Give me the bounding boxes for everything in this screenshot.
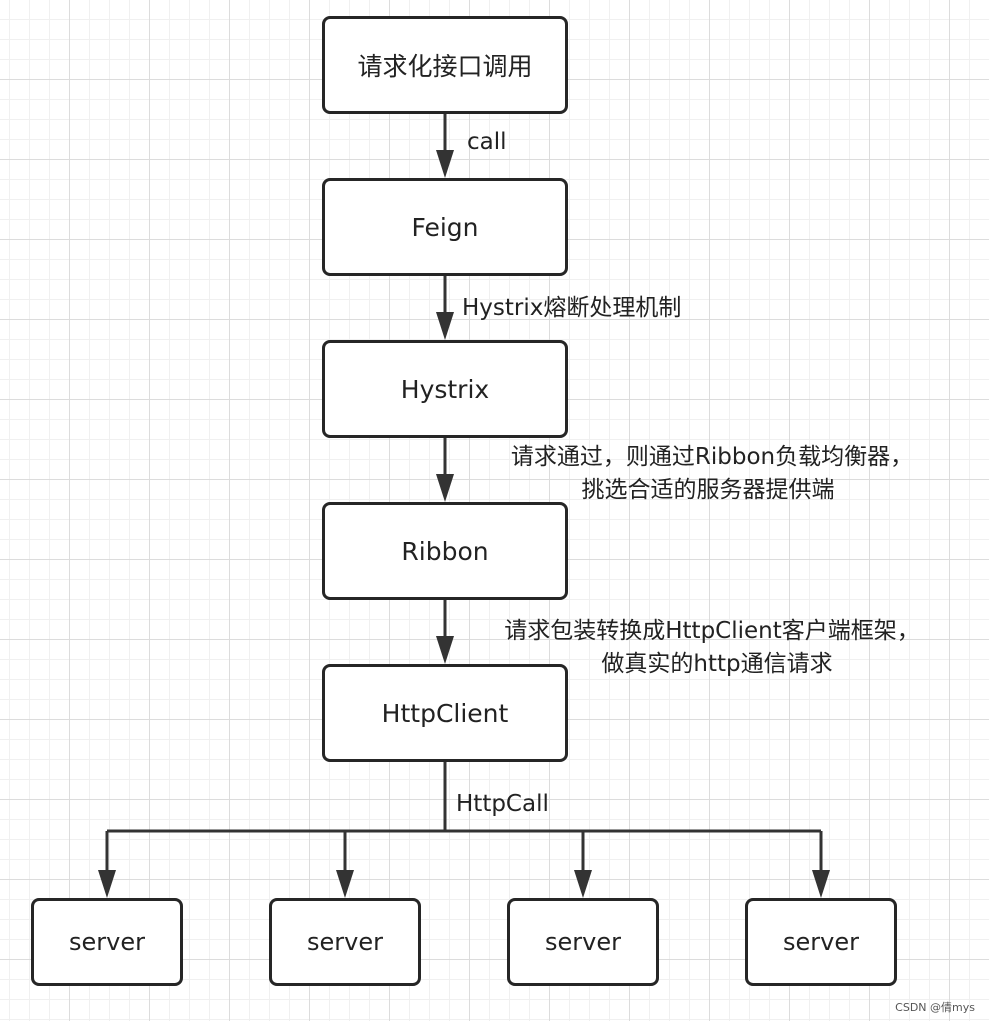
node-request-interface-call[interactable]: 请求化接口调用 <box>322 16 568 114</box>
node-ribbon[interactable]: Ribbon <box>322 502 568 600</box>
edge-label-call: call <box>467 129 507 155</box>
watermark: CSDN @倩mys <box>895 1001 975 1014</box>
arrowhead-httpclient <box>436 636 454 664</box>
arrowhead-server-3 <box>574 870 592 898</box>
arrowhead-feign <box>436 150 454 178</box>
edge-label-hystrix-fuse: Hystrix熔断处理机制 <box>462 295 682 321</box>
edge-label-httpclient-line-1: 请求包装转换成HttpClient客户端框架， <box>504 618 920 644</box>
arrowhead-server-2 <box>336 870 354 898</box>
node-server-4[interactable]: server <box>745 898 897 986</box>
node-hystrix[interactable]: Hystrix <box>322 340 568 438</box>
node-server-2[interactable]: server <box>269 898 421 986</box>
node-server-1[interactable]: server <box>31 898 183 986</box>
edge-label-httpcall: HttpCall <box>456 791 549 817</box>
arrowhead-ribbon <box>436 474 454 502</box>
node-server-3[interactable]: server <box>507 898 659 986</box>
edge-label-httpclient-line-2: 做真实的http通信请求 <box>601 651 833 677</box>
node-feign[interactable]: Feign <box>322 178 568 276</box>
arrowhead-hystrix <box>436 312 454 340</box>
edge-label-ribbon-line-1: 请求通过，则通过Ribbon负载均衡器， <box>510 444 914 470</box>
arrowhead-server-1 <box>98 870 116 898</box>
edge-label-ribbon-line-2: 挑选合适的服务器提供端 <box>581 477 835 503</box>
node-httpclient[interactable]: HttpClient <box>322 664 568 762</box>
arrowhead-server-4 <box>812 870 830 898</box>
